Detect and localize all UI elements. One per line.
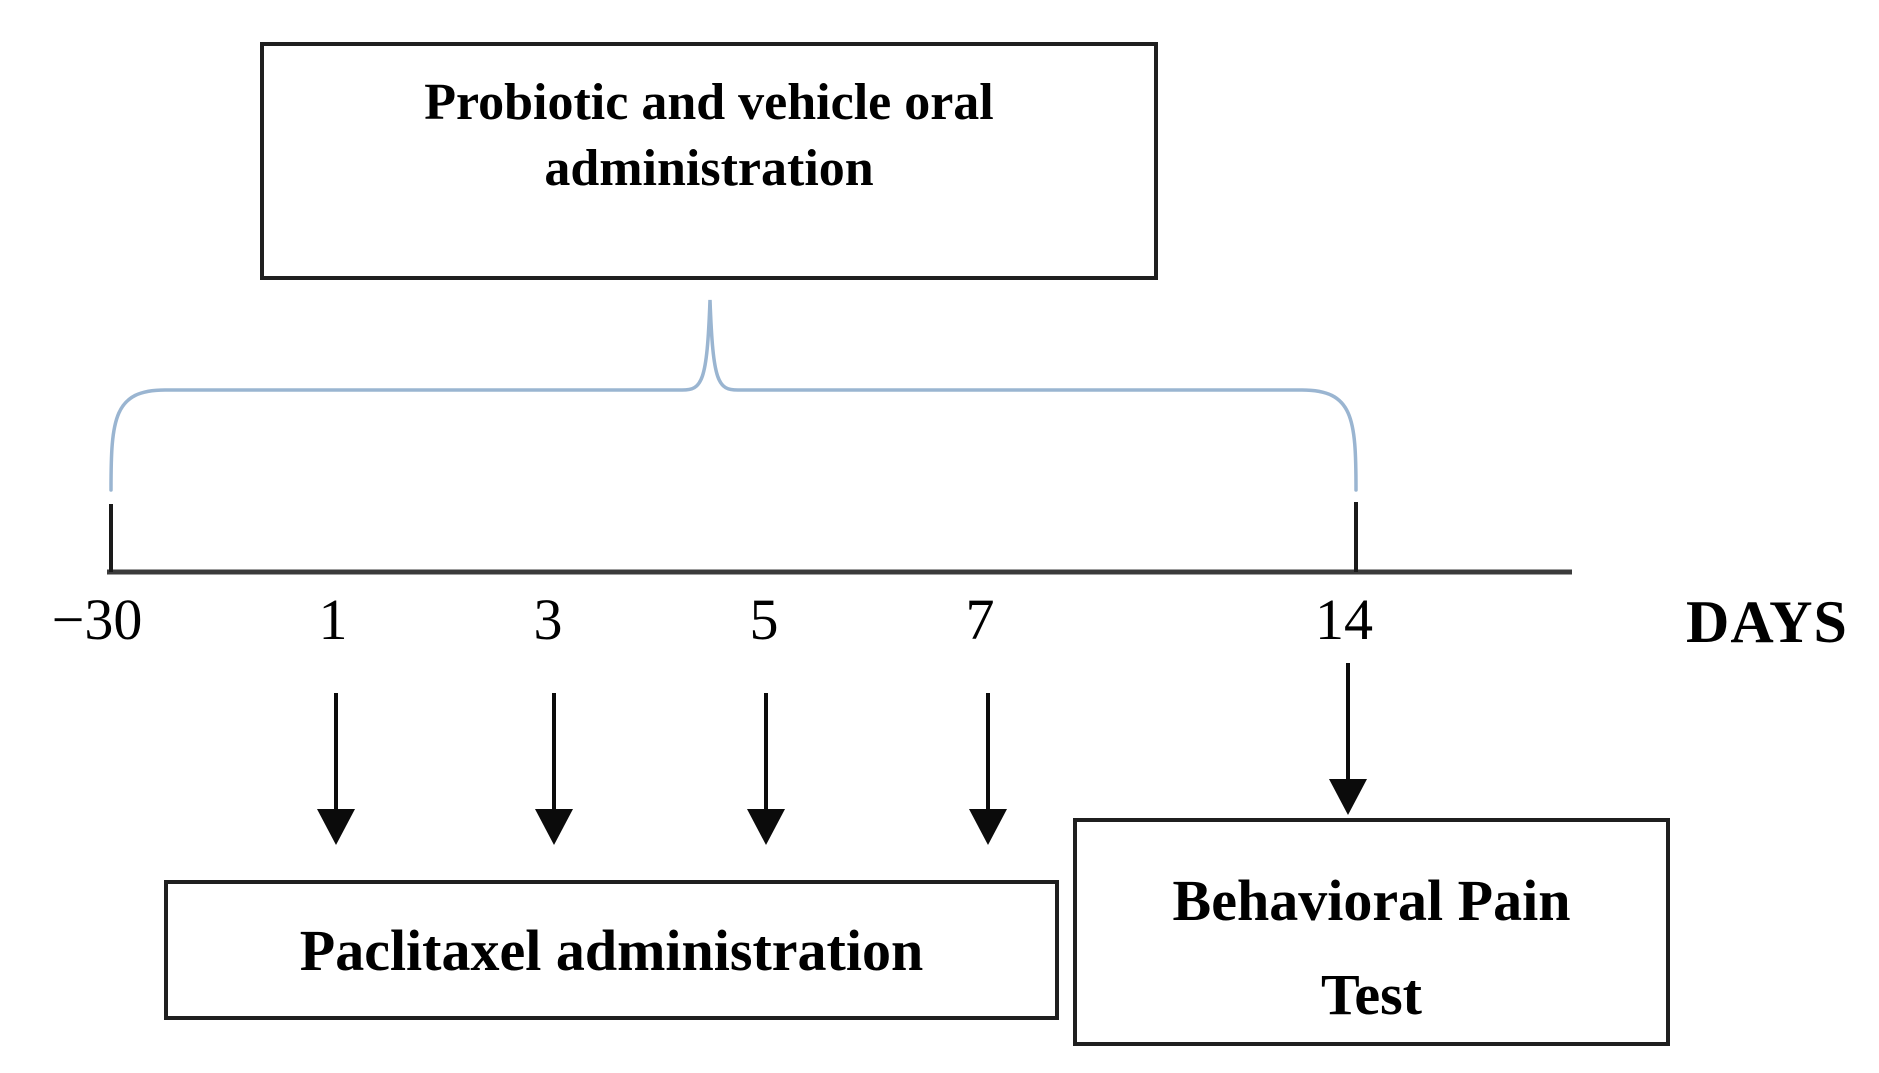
curly-brace [109,299,1358,492]
probiotic-box-line2: administration [544,140,874,197]
down-arrow-head [317,809,355,845]
behavioral-box-line2: Test [1321,962,1422,1027]
down-arrow-head [535,809,573,845]
tick-label: 3 [533,587,563,652]
tick-label: 5 [749,587,779,652]
behavioral-box-line1: Behavioral Pain [1172,868,1571,933]
paclitaxel-box-label: Paclitaxel administration [299,917,924,983]
tick-label: 7 [965,587,995,652]
probiotic-administration-box: Probiotic and vehicle oral administratio… [260,42,1158,280]
behavioral-pain-test-box: Behavioral Pain Test [1073,818,1670,1046]
tick-label: 1 [318,587,348,652]
days-axis-label: DAYS [1686,589,1848,655]
tick-label: −30 [51,587,143,652]
down-arrow-head [747,809,785,845]
down-arrow-head [969,809,1007,845]
paclitaxel-administration-box: Paclitaxel administration [164,880,1059,1020]
down-arrow-head [1329,779,1367,815]
tick-label: 14 [1315,587,1373,652]
probiotic-box-line1: Probiotic and vehicle oral [424,74,994,131]
